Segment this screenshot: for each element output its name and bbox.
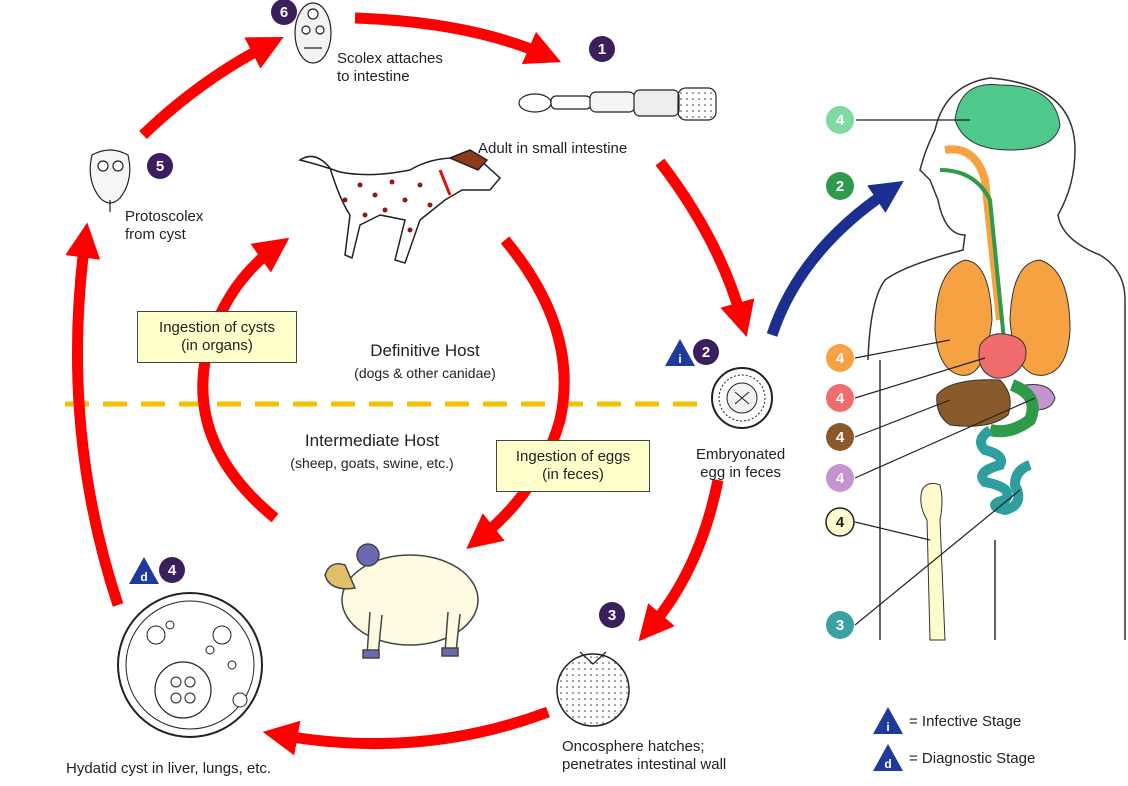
heart-organ <box>978 333 1027 379</box>
arrow-cyst-to-protoscolex <box>65 222 124 607</box>
stage-badge-4 <box>159 557 185 583</box>
body-marker-kidney-number: 4 <box>836 470 845 487</box>
legend-infective-letter: i <box>886 720 889 734</box>
body-marker-bone-number: 4 <box>836 514 845 531</box>
stage-5-number: 5 <box>156 158 164 175</box>
trachea-organ <box>939 168 1006 341</box>
body-marker-brain-number: 4 <box>836 112 845 129</box>
leader-kidney <box>854 397 1036 479</box>
sheep-illustration <box>324 543 479 659</box>
arrow-exposure-to-human <box>766 180 904 337</box>
body-marker-exposure <box>826 172 854 200</box>
body-marker-exposure-number: 2 <box>836 178 844 195</box>
body-marker-brain <box>826 106 854 134</box>
oncosphere-illustration <box>556 651 630 727</box>
stage-4-number: 4 <box>168 562 177 579</box>
arrow-oncosphere-to-cyst <box>262 706 550 756</box>
body-marker-intestine-number: 3 <box>836 617 844 634</box>
arrow-adult-to-egg <box>655 158 755 337</box>
body-marker-bone <box>825 507 855 537</box>
box-ingestion-eggs-line-2: (in feces) <box>542 466 604 483</box>
definitive-host-title: Definitive Host <box>370 341 480 360</box>
box-ingestion-cysts-line-2: (in organs) <box>181 337 253 354</box>
intermediate-host-subtitle: (sheep, goats, swine, etc.) <box>290 455 454 471</box>
liver-organ <box>936 379 1011 427</box>
body-marker-liver <box>826 423 854 451</box>
intestine-organ <box>976 425 1032 516</box>
infective-triangle-letter: i <box>678 352 681 366</box>
leader-intestine <box>854 489 1021 626</box>
leader-heart <box>854 357 986 399</box>
box-ingestion-eggs: Ingestion of eggs (in feces) <box>496 440 650 492</box>
legend-diagnostic-text: = Diagnostic Stage <box>909 750 1036 767</box>
label-scolex-line-1: Scolex attaches <box>337 50 443 67</box>
legend-diagnostic-letter: d <box>884 757 891 771</box>
box-ingestion-cysts-line-1: Ingestion of cysts <box>159 319 275 336</box>
definitive-host-subtitle: (dogs & other canidae) <box>354 365 496 381</box>
label-embryonated-line-2: egg in feces <box>700 464 782 481</box>
stage-6-number: 6 <box>280 4 288 21</box>
stage-badge-5 <box>147 153 173 179</box>
body-marker-lungs-number: 4 <box>836 350 845 367</box>
label-adult: Adult in small intestine <box>478 140 627 158</box>
body-marker-lungs <box>826 344 854 372</box>
label-hydatid-line-1: Hydatid cyst in liver, lungs, etc. <box>66 760 272 777</box>
body-marker-intestine <box>826 611 854 639</box>
label-protoscolex-line-1: Protoscolex <box>125 208 204 225</box>
body-marker-kidney <box>826 464 854 492</box>
arrow-eggs-to-sheep <box>466 236 570 549</box>
leader-bone <box>854 521 931 541</box>
stage-badge-1 <box>589 36 615 62</box>
arrow-scolex-to-adult <box>354 12 562 65</box>
arrow-egg-to-oncosphere <box>638 478 724 642</box>
legend-diagnostic-triangle <box>873 744 903 771</box>
leader-lungs <box>854 339 951 359</box>
label-oncosphere-line-1: Oncosphere hatches; <box>562 738 705 755</box>
body-marker-liver-number: 4 <box>836 429 845 446</box>
adult-worm-illustration <box>518 87 717 121</box>
definitive-host-block: Definitive Host (dogs & other canidae) <box>330 341 520 381</box>
diagnostic-triangle-letter: d <box>140 570 147 584</box>
stomach-organ <box>988 379 1039 438</box>
intermediate-host-title: Intermediate Host <box>304 431 440 450</box>
label-protoscolex-line-2: from cyst <box>125 226 186 243</box>
dog-illustration <box>298 149 502 264</box>
brain-organ <box>954 83 1061 151</box>
label-scolex-line-2: to intestine <box>337 68 410 85</box>
label-hydatid: Hydatid cyst in liver, lungs, etc. <box>66 760 271 778</box>
label-embryonated-line-1: Embryonated <box>696 446 786 463</box>
box-ingestion-eggs-line-1: Ingestion of eggs <box>515 448 631 465</box>
label-adult-line-1: Adult in small intestine <box>478 140 628 157</box>
stage-badge-2 <box>693 339 719 365</box>
body-marker-heart-number: 4 <box>836 390 845 407</box>
scolex-illustration <box>294 2 332 64</box>
label-protoscolex: Protoscolex from cyst <box>125 208 203 244</box>
stage-badge-3 <box>599 602 625 628</box>
intermediate-host-block: Intermediate Host (sheep, goats, swine, … <box>262 431 482 471</box>
legend-infective-text: = Infective Stage <box>909 713 1022 730</box>
hydatid-cyst-illustration <box>117 592 263 738</box>
infective-stage-triangle <box>665 339 695 366</box>
stage-3-number: 3 <box>608 607 616 624</box>
stage-1-number: 1 <box>598 41 606 58</box>
body-marker-heart <box>826 384 854 412</box>
label-scolex: Scolex attaches to intestine <box>337 50 443 86</box>
arrow-protoscolex-to-scolex <box>139 36 284 139</box>
esophagus-organ <box>944 145 1004 321</box>
embryonated-egg-illustration <box>711 367 773 429</box>
protoscolex-illustration <box>89 149 131 212</box>
legend-infective-triangle <box>873 707 903 734</box>
lungs-organ <box>934 259 1071 376</box>
stage-2-number: 2 <box>702 344 710 361</box>
box-ingestion-cysts: Ingestion of cysts (in organs) <box>137 311 297 363</box>
label-oncosphere-line-2: penetrates intestinal wall <box>562 756 727 773</box>
stage-badge-6 <box>271 0 297 25</box>
diagnostic-stage-triangle <box>129 557 159 584</box>
arrow-cysts-to-dog <box>197 237 290 523</box>
leader-liver <box>854 399 951 438</box>
label-oncosphere: Oncosphere hatches; penetrates intestina… <box>562 738 726 774</box>
label-embryonated: Embryonated egg in feces <box>696 446 785 482</box>
